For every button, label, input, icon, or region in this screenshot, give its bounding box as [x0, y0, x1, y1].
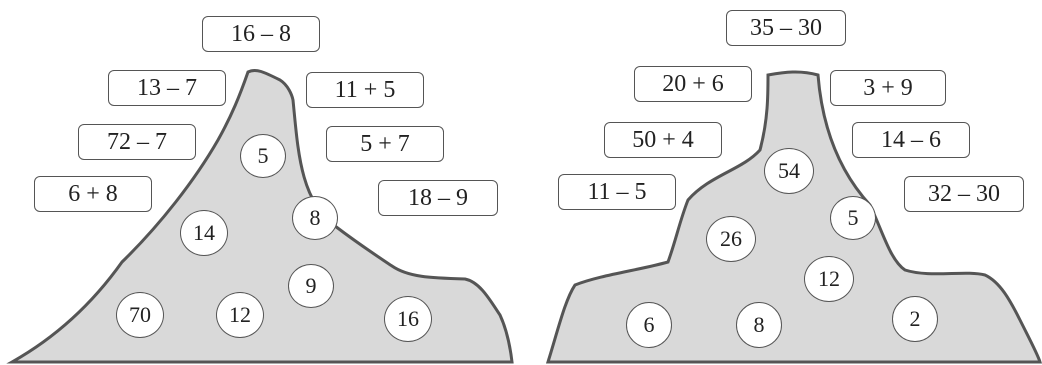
answer-oval: 54	[764, 148, 814, 194]
answer-oval: 9	[288, 264, 334, 308]
expression-box: 18 – 9	[378, 180, 498, 216]
expression-box: 11 – 5	[558, 174, 676, 210]
right-mountain	[545, 70, 1042, 364]
expression-box: 16 – 8	[202, 16, 320, 52]
answer-oval: 70	[116, 292, 164, 338]
answer-oval: 26	[706, 216, 756, 262]
expression-box: 5 + 7	[326, 126, 444, 162]
expression-box: 11 + 5	[306, 72, 424, 108]
answer-oval: 12	[804, 256, 854, 302]
answer-oval: 8	[292, 196, 338, 240]
answer-oval: 8	[736, 302, 782, 348]
expression-box: 6 + 8	[34, 176, 152, 212]
expression-box: 32 – 30	[904, 176, 1024, 212]
expression-box: 3 + 9	[830, 70, 946, 106]
answer-oval: 2	[892, 296, 938, 342]
answer-oval: 5	[240, 134, 286, 178]
expression-box: 13 – 7	[108, 70, 226, 106]
answer-oval: 6	[626, 302, 672, 348]
answer-oval: 5	[830, 196, 876, 240]
answer-oval: 14	[180, 210, 228, 256]
expression-box: 20 + 6	[634, 66, 752, 102]
expression-box: 14 – 6	[852, 122, 970, 158]
left-mountain	[6, 68, 514, 364]
answer-oval: 12	[216, 292, 264, 338]
expression-box: 50 + 4	[604, 122, 722, 158]
expression-box: 72 – 7	[78, 124, 196, 160]
expression-box: 35 – 30	[726, 10, 846, 46]
answer-oval: 16	[384, 296, 432, 342]
